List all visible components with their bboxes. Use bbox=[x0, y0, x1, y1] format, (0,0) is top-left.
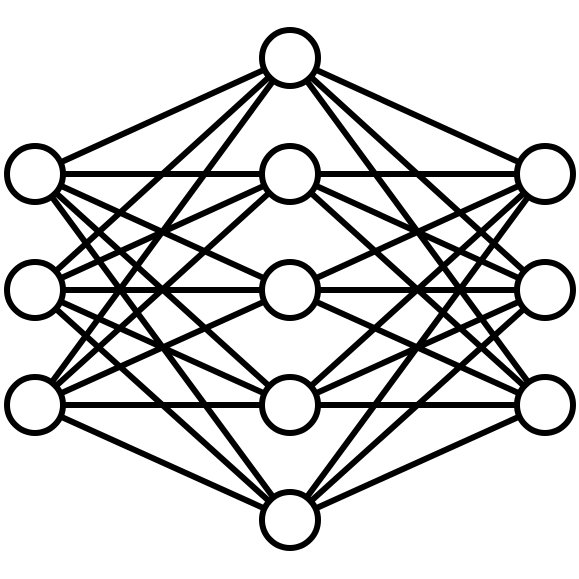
hidden-node-3 bbox=[259, 259, 321, 321]
edge-input-3-to-hidden-3 bbox=[32, 287, 293, 408]
edge-hidden-5-to-output-1 bbox=[287, 171, 548, 523]
input-node-3 bbox=[4, 374, 66, 436]
connections bbox=[32, 55, 548, 523]
edge-hidden-5-to-output-3 bbox=[287, 402, 548, 523]
neurons bbox=[4, 27, 576, 551]
output-node-1 bbox=[514, 143, 576, 205]
edge-hidden-3-to-output-1 bbox=[287, 171, 548, 293]
edge-input-3-to-hidden-2 bbox=[32, 171, 293, 408]
input-node-1 bbox=[4, 143, 66, 205]
edge-input-1-to-hidden-1 bbox=[32, 55, 293, 177]
edge-hidden-5-to-output-2 bbox=[287, 287, 548, 523]
hidden-node-5 bbox=[259, 489, 321, 551]
input-node-2 bbox=[4, 259, 66, 321]
edge-input-3-to-hidden-5 bbox=[32, 402, 293, 523]
edge-input-2-to-hidden-1 bbox=[32, 55, 293, 293]
output-node-2 bbox=[514, 259, 576, 321]
hidden-node-1 bbox=[259, 27, 321, 89]
edge-hidden-1-to-output-1 bbox=[287, 55, 548, 177]
hidden-node-2 bbox=[259, 143, 321, 205]
edge-input-3-to-hidden-1 bbox=[32, 55, 293, 408]
edge-hidden-4-to-output-1 bbox=[287, 171, 548, 408]
output-node-3 bbox=[514, 374, 576, 436]
hidden-node-4 bbox=[259, 374, 321, 436]
